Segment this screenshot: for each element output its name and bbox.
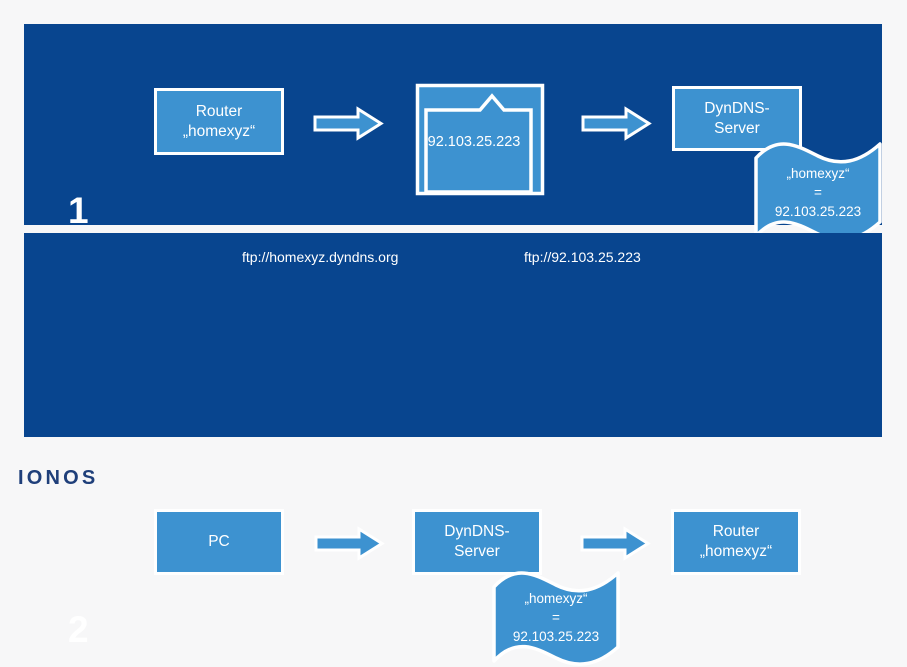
- step-number-2: 2: [68, 609, 89, 650]
- node-dyndns-server-step2: DynDNS- Server: [412, 509, 542, 575]
- envelope-icon: 92.103.25.223: [414, 82, 546, 198]
- wavy-flag-mapping-step1: „homexyz“ = 92.103.25.223: [752, 136, 884, 244]
- step-panel-2: 2 PC DynDNS- Server Router „homexyz“ „ho…: [24, 233, 882, 666]
- step-number-1: 1: [68, 190, 89, 231]
- right-arrow-icon-3: [314, 526, 385, 561]
- node-router-step1: Router „homexyz“: [154, 88, 284, 155]
- right-arrow-icon-4: [580, 526, 651, 561]
- wavy-flag-mapping-step2: „homexyz“ = 92.103.25.223: [490, 567, 622, 667]
- node-pc: PC: [154, 509, 284, 575]
- node-dyndns-server-step1: DynDNS- Server: [672, 86, 802, 151]
- right-arrow-icon-1: [313, 106, 384, 141]
- node-router-step2: Router „homexyz“: [671, 509, 801, 575]
- url-label-ip: ftp://92.103.25.223: [524, 249, 641, 265]
- diagram-slide: 1 Router „homexyz“ 92.103.25.223 DynDNS-…: [18, 24, 882, 666]
- url-label-dyndns: ftp://homexyz.dyndns.org: [242, 249, 399, 265]
- step-panel-1: 1 Router „homexyz“ 92.103.25.223 DynDNS-…: [24, 24, 882, 242]
- ionos-logo: IONOS: [18, 467, 99, 489]
- right-arrow-icon-2: [581, 106, 652, 141]
